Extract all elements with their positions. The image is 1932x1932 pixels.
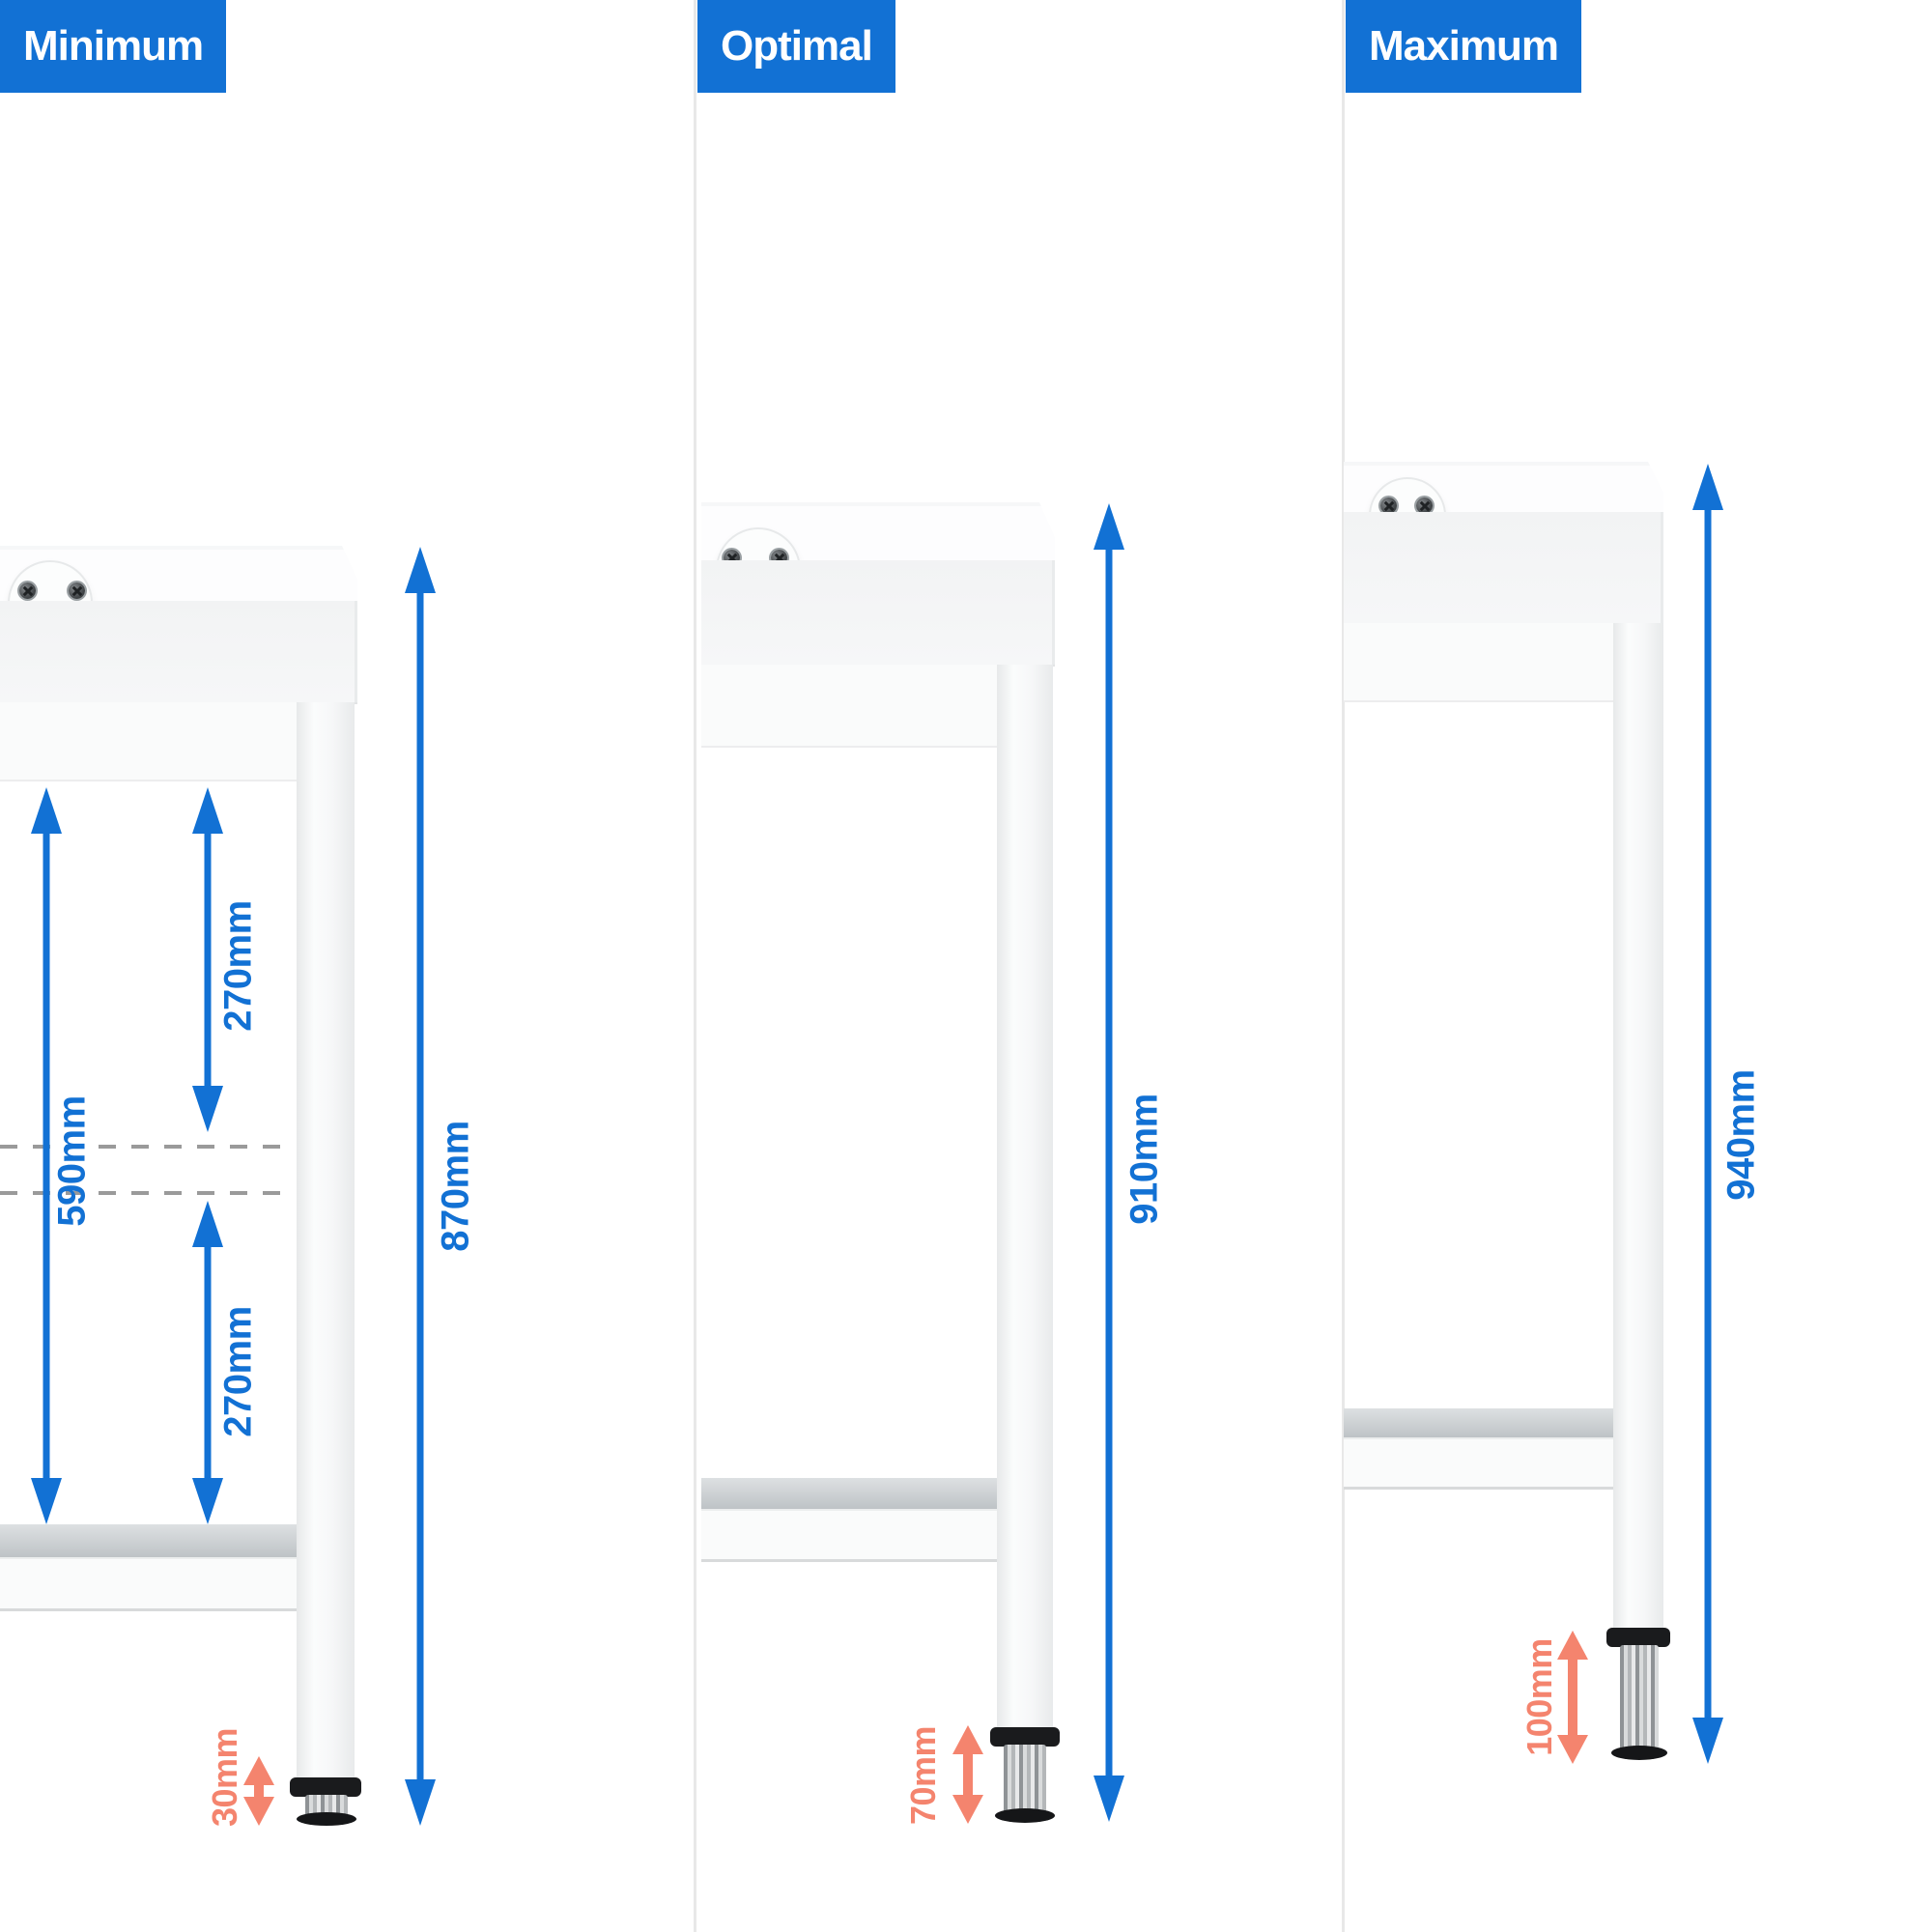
table-leg [1613, 623, 1663, 1628]
foot-adjust-label-optimal: 70mm [903, 1725, 943, 1826]
screw-icon [69, 582, 85, 599]
adjustable-foot [1004, 1745, 1046, 1814]
foot-collar [290, 1777, 361, 1797]
under-shelf-surface [0, 1524, 297, 1557]
total-height-label-minimum: 870mm [434, 1121, 477, 1252]
table-rear-rail [0, 702, 297, 781]
foot-adjust-label-minimum: 30mm [205, 1727, 244, 1828]
total-height-arrow-minimum [405, 547, 436, 1826]
foot-base [297, 1812, 356, 1826]
foot-base [1611, 1746, 1667, 1760]
total-height-arrow-maximum [1692, 464, 1723, 1764]
panel-header-label: Optimal [721, 22, 873, 70]
screw-icon [19, 582, 36, 599]
panel-header-label: Minimum [23, 22, 204, 70]
lower-gap-dimension-label: 270mm [216, 1306, 260, 1437]
foot-adjust-arrow-maximum [1557, 1631, 1588, 1764]
upper-gap-dimension-label: 270mm [216, 900, 260, 1032]
panel-header-maximum: Maximum [1346, 0, 1581, 93]
screw-icon [1380, 497, 1397, 514]
table-apron [1344, 512, 1663, 625]
panel-header-minimum: Minimum [0, 0, 227, 93]
table-rear-rail [1344, 623, 1613, 702]
foot-adjust-arrow-optimal [952, 1725, 983, 1824]
adjustable-foot [1620, 1645, 1659, 1751]
upper-gap-dimension-arrow [192, 787, 223, 1132]
clearance-dimension-label: 590mm [50, 1095, 94, 1227]
foot-base [995, 1808, 1055, 1823]
panel-divider [1342, 0, 1345, 1932]
lower-gap-dimension-arrow [192, 1201, 223, 1524]
foot-adjust-arrow-minimum [243, 1756, 274, 1826]
table-leg [997, 665, 1053, 1727]
under-shelf-surface [701, 1478, 997, 1509]
table-apron [701, 560, 1055, 667]
shelf-position-dashed-line [0, 1191, 296, 1195]
panel-divider [694, 0, 696, 1932]
under-shelf-frame [701, 1509, 997, 1562]
under-shelf-frame [0, 1557, 297, 1611]
clearance-dimension-arrow [31, 787, 62, 1524]
foot-collar [990, 1727, 1060, 1747]
under-shelf-surface [1344, 1408, 1613, 1437]
screw-icon [1416, 497, 1433, 514]
shelf-position-dashed-line [0, 1145, 296, 1149]
under-shelf-frame [1344, 1437, 1613, 1490]
panel-header-optimal: Optimal [697, 0, 895, 93]
total-height-label-optimal: 910mm [1122, 1094, 1166, 1225]
table-leg [297, 702, 355, 1777]
panel-header-label: Maximum [1369, 22, 1559, 70]
table-rear-rail [701, 665, 997, 748]
table-apron [0, 601, 357, 704]
total-height-arrow-optimal [1094, 503, 1124, 1822]
foot-adjust-label-maximum: 100mm [1520, 1638, 1559, 1756]
total-height-label-maximum: 940mm [1719, 1069, 1763, 1201]
foot-collar [1606, 1628, 1670, 1647]
